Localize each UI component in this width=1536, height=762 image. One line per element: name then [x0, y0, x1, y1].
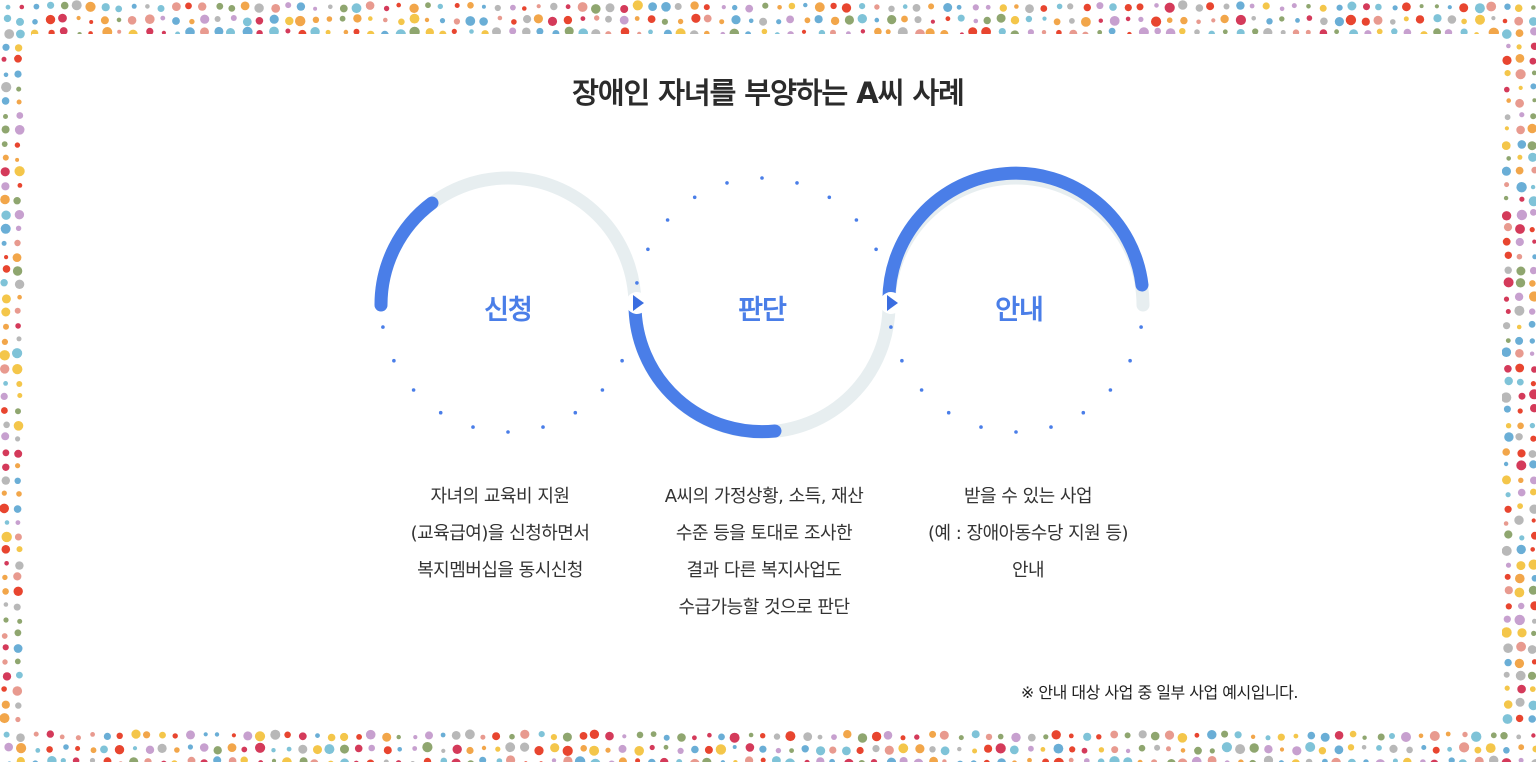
arc-dot [725, 181, 729, 185]
arc-dot [874, 248, 878, 252]
chevron-right-icon [626, 292, 648, 314]
arc-dot [541, 425, 545, 429]
arc-dot [1082, 411, 1086, 415]
arc-dot [635, 281, 639, 285]
arc-dot [392, 359, 396, 363]
description-line: 받을 수 있는 사업 [868, 478, 1188, 515]
arc-dot [666, 218, 670, 222]
arc-dot [381, 325, 385, 329]
arc-dot [920, 388, 924, 392]
step-label-judge: 판단 [662, 288, 862, 327]
description-line: 수급가능할 것으로 판단 [604, 589, 924, 626]
arc-dot [471, 425, 475, 429]
arc-dot [900, 359, 904, 363]
arc-dot [828, 196, 832, 200]
arc-dot [889, 325, 893, 329]
arc-dot [855, 218, 859, 222]
arc-dot [795, 181, 799, 185]
step-description-guide: 받을 수 있는 사업 (예 : 장애아동수당 지원 등) 안내 [868, 478, 1188, 589]
circle-dotted-arc [381, 325, 635, 434]
arc-dot [947, 411, 951, 415]
step-label-apply: 신청 [408, 288, 608, 327]
arc-dot [574, 411, 578, 415]
arc-dot [439, 411, 443, 415]
arc-dot [601, 388, 605, 392]
footnote: ※ 안내 대상 사업 중 일부 사업 예시입니다. [1021, 679, 1298, 703]
arc-dot [693, 196, 697, 200]
arc-dot [1139, 325, 1143, 329]
chevron-right-icon [880, 292, 902, 314]
description-line: 안내 [868, 552, 1188, 589]
circle-progress-arc [889, 173, 1142, 305]
circle-dotted-arc [635, 176, 889, 285]
arc-dot [1014, 430, 1018, 434]
arc-dot [506, 430, 510, 434]
arc-dot [1109, 388, 1113, 392]
circle-dotted-arc [889, 325, 1143, 434]
arc-dot [620, 359, 624, 363]
step-label-guide: 안내 [919, 288, 1119, 327]
circle-track [889, 178, 1143, 305]
arc-dot [760, 176, 764, 180]
circle-track [381, 178, 635, 305]
arc-dot [412, 388, 416, 392]
arc-dot [1049, 425, 1053, 429]
arc-dot [979, 425, 983, 429]
arc-dot [1128, 359, 1132, 363]
description-line: (예 : 장애아동수당 지원 등) [868, 515, 1188, 552]
arc-dot [646, 248, 650, 252]
